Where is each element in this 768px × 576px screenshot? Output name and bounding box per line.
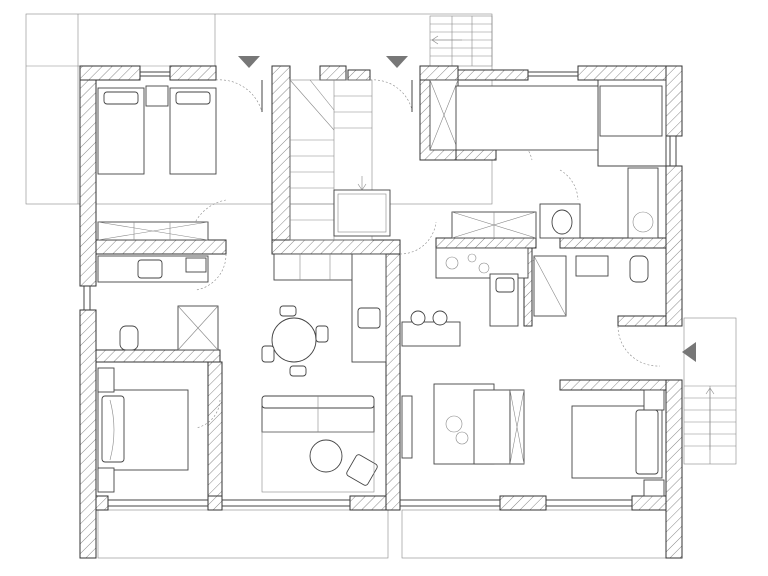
living-dining — [261, 253, 413, 493]
east-entry-arrow-icon — [682, 342, 696, 362]
left-bathroom — [97, 255, 219, 351]
right-lounge — [433, 383, 525, 465]
entrance-markers — [238, 56, 696, 362]
north-exterior-stairs — [429, 15, 493, 67]
kitchen — [401, 79, 663, 347]
interior-walls — [95, 65, 667, 511]
north-entry-right-arrow-icon — [386, 56, 408, 68]
windows — [83, 71, 677, 507]
right-bedroom — [571, 389, 665, 497]
east-exterior-stairs — [683, 317, 737, 465]
main-staircase — [289, 79, 391, 241]
twin-bedroom — [97, 85, 217, 241]
north-entry-left-arrow-icon — [238, 56, 260, 68]
left-bedroom — [97, 367, 189, 493]
right-bathroom — [533, 167, 659, 317]
exterior-walls — [79, 65, 683, 559]
